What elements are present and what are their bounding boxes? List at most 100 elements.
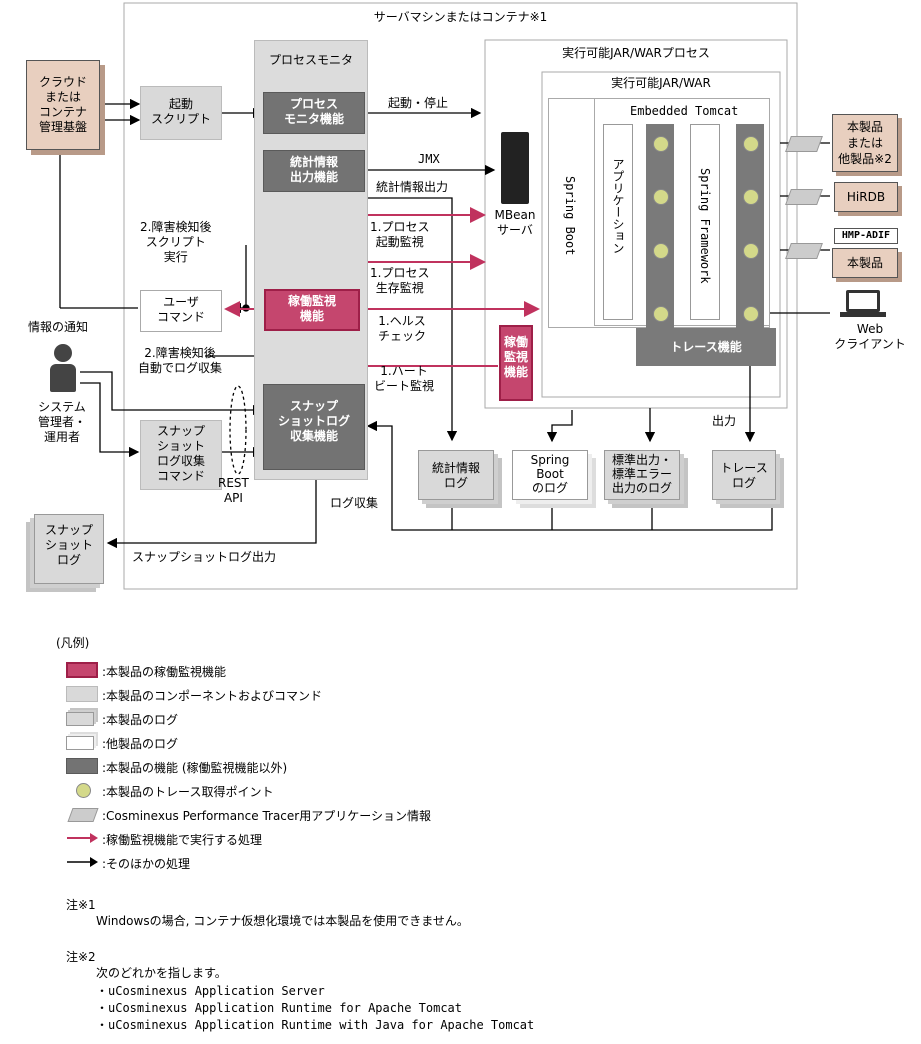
trace-log-label: トレース ログ (720, 461, 768, 490)
hmp-adif-box: HMP-ADIF (834, 228, 898, 244)
legend-black-arrow-icon (67, 857, 98, 867)
cloud-label: クラウド または コンテナ 管理基盤 (38, 75, 87, 134)
cloud-platform: クラウド または コンテナ 管理基盤 (26, 60, 100, 150)
legend-label: :本製品のログ (102, 713, 179, 727)
snapshot-log: スナップ ショット ログ (34, 514, 104, 584)
note2-item: ・uCosminexus Application Server (96, 984, 325, 998)
trace-bar-left (646, 124, 674, 328)
legend-label: :他製品のログ (102, 737, 179, 751)
stats-log: 統計情報 ログ (418, 450, 494, 500)
app-info-icon (785, 136, 823, 152)
snapshot-command: スナップ ショット ログ収集 コマンド (140, 420, 222, 490)
trace-log: トレース ログ (712, 450, 776, 500)
proc-start-monitor-label: 1.プロセス 起動監視 (370, 220, 430, 249)
this-product-label: 本製品 (846, 256, 883, 270)
proc-alive-monitor-label: 1.プロセス 生存監視 (370, 266, 430, 295)
process-monitor-title: プロセスモニタ (268, 53, 353, 67)
snapshot-func-label: スナップ ショットログ 収集機能 (277, 399, 350, 443)
server-title: サーバマシンまたはコンテナ※1 (373, 10, 548, 24)
note2-title: 注※2 (66, 950, 96, 964)
snapshot-log-label: スナップ ショット ログ (44, 523, 93, 567)
trace-point (653, 136, 669, 152)
legend-swatch-red (66, 662, 98, 678)
legend-red-arrow-icon (67, 833, 98, 843)
op-monitor-in-jar: 稼働 監視 機能 (499, 325, 533, 401)
trace-point (743, 306, 759, 322)
stats-output-label: 統計情報出力 (376, 180, 449, 194)
rest-api-label: REST API (218, 476, 249, 505)
this-or-other-product-label: 本製品 または 他製品※2 (838, 120, 892, 166)
hirdb-box: HiRDB (834, 182, 898, 212)
spring-boot-label: Spring Boot (563, 176, 577, 256)
this-or-other-product: 本製品 または 他製品※2 (832, 114, 898, 172)
application-label: アプリケーション (611, 158, 625, 254)
startup-script: 起動 スクリプト (140, 86, 222, 140)
stats-output-func-label: 統計情報 出力機能 (289, 155, 338, 184)
stats-log-label: 統計情報 ログ (431, 461, 480, 490)
server-icon (501, 132, 529, 204)
user-command-label: ユーザ コマンド (156, 295, 205, 324)
trace-point (653, 189, 669, 205)
app-info-icon (785, 243, 823, 259)
trace-point (653, 306, 669, 322)
hmp-adif-label: HMP-ADIF (841, 230, 891, 241)
stdout-log-label: 標準出力・ 標準エラー 出力のログ (611, 453, 672, 495)
legend-label: :Cosminexus Performance Tracer用アプリケーション情… (102, 809, 431, 823)
legend-swatch-darkgray (66, 758, 98, 774)
spring-boot-log-label: Spring Boot のログ (530, 453, 570, 495)
log-collect-label: ログ収集 (330, 496, 379, 510)
spring-framework-box (690, 124, 720, 320)
legend-label: :本製品の稼働監視機能 (102, 665, 227, 679)
operation-monitor-func-label: 稼働監視 機能 (287, 294, 336, 323)
mbean-server-label: MBean サーバ (494, 208, 536, 237)
person-body-icon (50, 364, 76, 392)
laptop-base-icon (840, 312, 886, 317)
spring-framework-label: Spring Framework (698, 168, 712, 284)
startup-script-label: 起動 スクリプト (150, 97, 211, 126)
trace-func-label: トレース機能 (670, 340, 742, 354)
legend-app-info-icon (67, 808, 99, 822)
legend-label: :本製品のトレース取得ポイント (102, 785, 274, 799)
operation-monitor-func: 稼働監視 機能 (264, 289, 360, 331)
health-check-label: 1.ヘルス チェック (378, 314, 427, 343)
application-box (603, 124, 633, 320)
process-monitor-func: プロセス モニタ機能 (263, 92, 365, 134)
start-stop-label: 起動・停止 (388, 96, 449, 110)
trace-point (743, 136, 759, 152)
note2-text: 次のどれかを指します。 (96, 966, 227, 980)
person-icon (54, 344, 72, 362)
embedded-tomcat-label: Embedded Tomcat (630, 104, 739, 118)
snapshot-command-label: スナップ ショット ログ収集 コマンド (156, 424, 205, 483)
snapshot-func: スナップ ショットログ 収集機能 (263, 384, 365, 470)
trace-func-box: トレース機能 (636, 328, 776, 366)
admin-label: システム 管理者・ 運用者 (37, 400, 86, 444)
note2-item: ・uCosminexus Application Runtime with Ja… (96, 1018, 535, 1032)
snapshot-log-output-label: スナップショットログ出力 (132, 550, 277, 564)
this-product-box: 本製品 (832, 248, 898, 278)
legend-label: :本製品のコンポーネントおよびコマンド (102, 689, 323, 703)
fault-script-label: 2.障害検知後 スクリプト 実行 (140, 220, 212, 264)
stats-output-func: 統計情報 出力機能 (263, 150, 365, 192)
jar-process-title: 実行可能JAR/WARプロセス (562, 46, 710, 60)
note1-title: 注※1 (66, 898, 96, 912)
info-notify-label: 情報の通知 (28, 320, 89, 334)
legend-label: :本製品の機能 (稼働監視機能以外) (102, 761, 288, 775)
user-command: ユーザ コマンド (140, 290, 222, 332)
jmx-label: JMX (418, 152, 440, 166)
legend-swatch-lightgray (66, 686, 98, 702)
fault-log-collect-label: 2.障害検知後 自動でログ収集 (138, 346, 223, 375)
hirdb-label: HiRDB (846, 190, 886, 204)
heartbeat-monitor-label: 1.ハート ビート監視 (374, 364, 435, 393)
trace-point (653, 243, 669, 259)
trace-bar-right (736, 124, 764, 328)
server-border (123, 2, 798, 590)
web-client-label: Web クライアント (834, 322, 906, 351)
legend-label: :稼働監視機能で実行する処理 (102, 833, 263, 847)
legend-swatch-other-log (66, 736, 94, 750)
legend-trace-point-icon (76, 783, 91, 798)
jar-title: 実行可能JAR/WAR (611, 76, 711, 90)
app-info-icon (785, 189, 823, 205)
note2-item: ・uCosminexus Application Runtime for Apa… (96, 1001, 463, 1015)
stdout-log: 標準出力・ 標準エラー 出力のログ (604, 450, 680, 500)
